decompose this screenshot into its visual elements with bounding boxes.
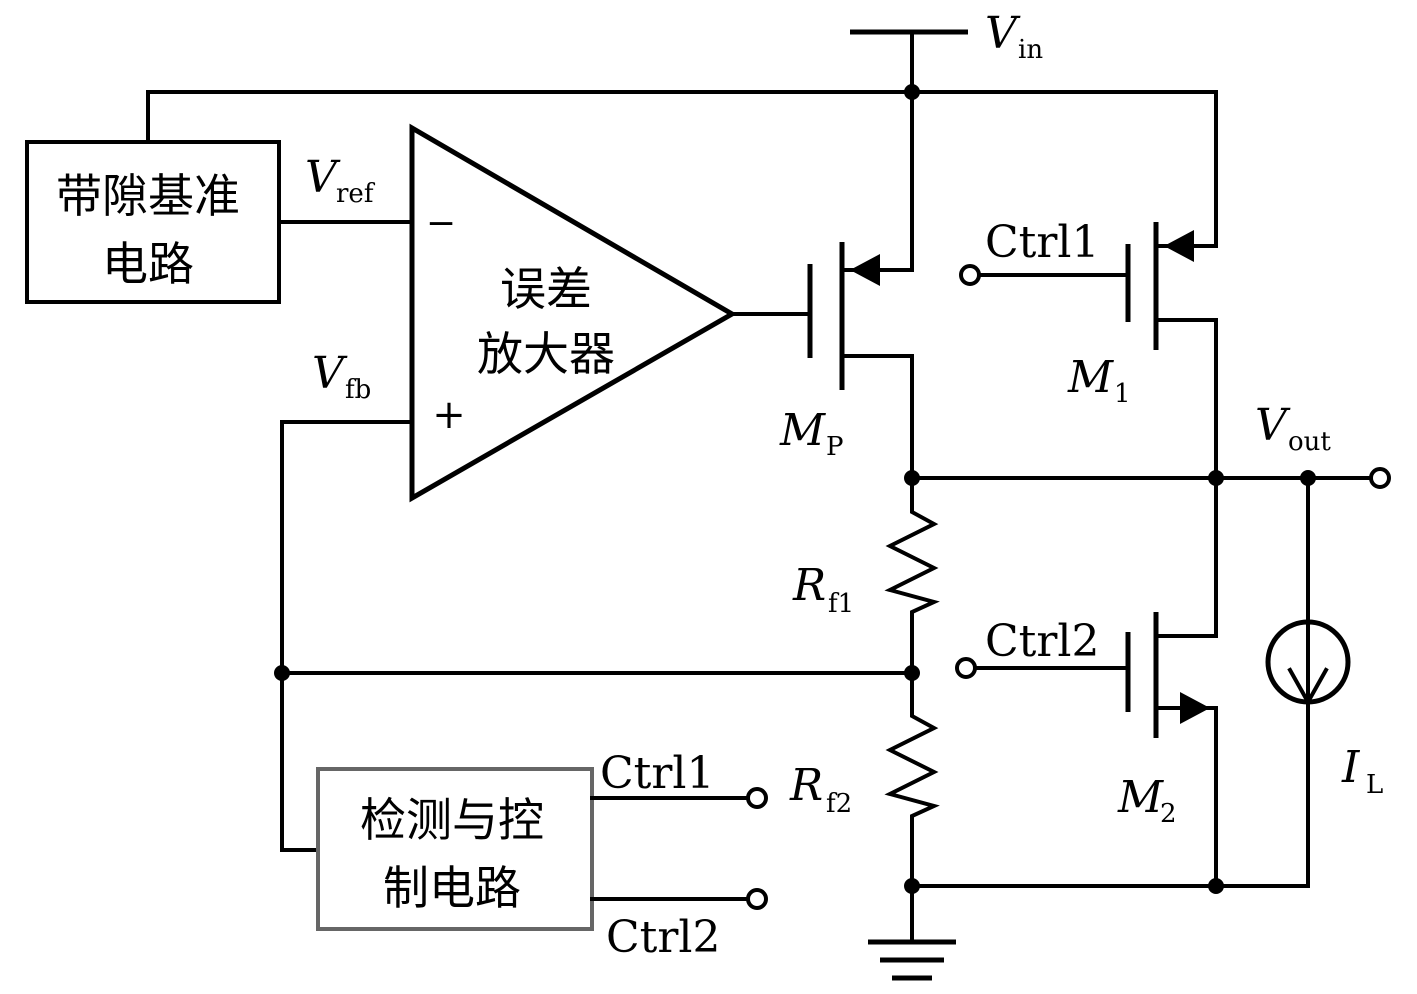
vfb-wire: [280, 420, 414, 852]
bandgap-label-line1: 带隙基准: [56, 169, 240, 223]
vout-label: V: [1255, 400, 1291, 451]
vref-label: V: [305, 152, 341, 203]
detect-label-line1: 检测与控: [360, 793, 544, 847]
il-label: I: [1341, 742, 1361, 793]
vfb-subscript: fb: [345, 375, 371, 405]
rf1-subscript: f1: [828, 589, 854, 619]
minus-sign: −: [426, 203, 456, 244]
m1-subscript: 1: [1114, 379, 1131, 409]
rf2-resistor: [884, 671, 940, 942]
junction-gnd-left: [904, 878, 920, 894]
rf1-label: R: [792, 560, 826, 611]
m2-subscript: 2: [1160, 799, 1177, 829]
vin-subscript: in: [1018, 35, 1043, 65]
m2-ctrl-label: Ctrl2: [985, 616, 1099, 667]
m1-label: M: [1067, 352, 1114, 403]
ctrl2-output-label: Ctrl2: [606, 912, 720, 963]
m2-ctrl-terminal: [955, 657, 977, 679]
vout-subscript: out: [1288, 427, 1331, 457]
rf2-label: R: [789, 760, 823, 811]
junction-fb-left: [274, 665, 290, 681]
il-subscript: L: [1366, 770, 1383, 800]
error-amplifier: [409, 123, 737, 503]
vout-terminal: [1369, 467, 1391, 489]
mp-arrow: [850, 254, 880, 286]
mp-label: M: [779, 405, 826, 456]
vfb-label: V: [312, 348, 348, 399]
detect-label-line2: 制电路: [383, 861, 521, 915]
m2-arrow: [1180, 692, 1210, 724]
vin-label: V: [985, 8, 1021, 59]
top-bus: [146, 90, 1218, 248]
rf2-subscript: f2: [826, 789, 852, 819]
vref-subscript: ref: [336, 179, 376, 209]
ctrl1-output-terminal: [746, 787, 768, 809]
detect-control-block: [316, 767, 594, 931]
mp-drain: [840, 354, 914, 480]
m2-label: M: [1117, 772, 1164, 823]
amp-label-line2: 放大器: [477, 327, 615, 381]
m1-ctrl-terminal: [959, 264, 981, 286]
mp-source: [840, 90, 914, 272]
rf1-resistor: [884, 476, 940, 675]
m2-source: [1154, 706, 1218, 888]
m1-arrow: [1164, 230, 1194, 262]
amp-label-line1: 误差: [500, 262, 592, 316]
mp-subscript: P: [826, 432, 844, 462]
ctrl2-output-terminal: [746, 888, 768, 910]
m1-drain: [1154, 318, 1218, 638]
bandgap-label-line2: 电路: [102, 237, 194, 291]
plus-sign: +: [432, 392, 466, 438]
m1-ctrl-label: Ctrl1: [985, 217, 1099, 268]
ctrl1-output-label: Ctrl1: [600, 748, 714, 799]
